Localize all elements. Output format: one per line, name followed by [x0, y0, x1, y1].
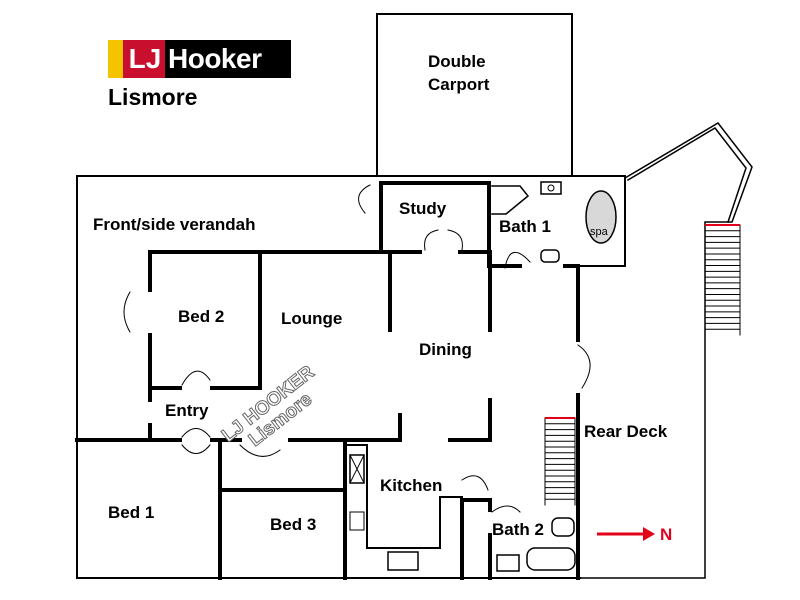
kitchen-fridge [349, 454, 365, 484]
logo-red-block [123, 40, 165, 78]
bath1-label: Bath 1 [499, 217, 551, 236]
bath1-toilet [540, 249, 560, 263]
kitchen-cooktop [349, 511, 365, 531]
bed3-label: Bed 3 [270, 515, 316, 534]
bath2-basin [496, 554, 520, 572]
bath1-basin [540, 181, 562, 195]
north-arrowhead [643, 527, 655, 541]
bed1-label: Bed 1 [108, 503, 154, 522]
verandah-label: Front/side verandah [93, 215, 255, 234]
carport-label-line1: Double [428, 52, 486, 71]
logo-yellow-stripe [108, 40, 123, 78]
bath2-label: Bath 2 [492, 520, 544, 539]
rear-deck-inner [626, 127, 747, 223]
bed2-label: Bed 2 [178, 307, 224, 326]
rear-deck-outline [579, 122, 753, 579]
logo-brand-text: Hooker [168, 43, 262, 74]
kitchen-label: Kitchen [380, 476, 442, 495]
spa-bath [585, 190, 617, 244]
lounge-label: Lounge [281, 309, 342, 328]
bath2-toilet [551, 517, 575, 537]
spa-label: spa [590, 226, 609, 238]
entry-label: Entry [165, 401, 209, 420]
deck-stairs [704, 224, 741, 336]
bath1-vanity [491, 185, 530, 215]
carport-outline [376, 13, 573, 177]
bath2-tub [526, 547, 576, 571]
logo-lj-text: LJ [128, 43, 162, 74]
outer-boundary [76, 175, 581, 579]
interior-walls [75, 181, 580, 580]
north-label: N [660, 525, 672, 544]
rear-deck-label: Rear Deck [584, 422, 668, 441]
dining-label: Dining [419, 340, 472, 359]
logo-office-text: Lismore [108, 84, 198, 110]
kitchen-sink [387, 551, 419, 571]
door-swings [123, 184, 591, 513]
kitchen-counter [346, 444, 463, 549]
carport-label-line2: Carport [428, 75, 490, 94]
study-label: Study [399, 199, 447, 218]
